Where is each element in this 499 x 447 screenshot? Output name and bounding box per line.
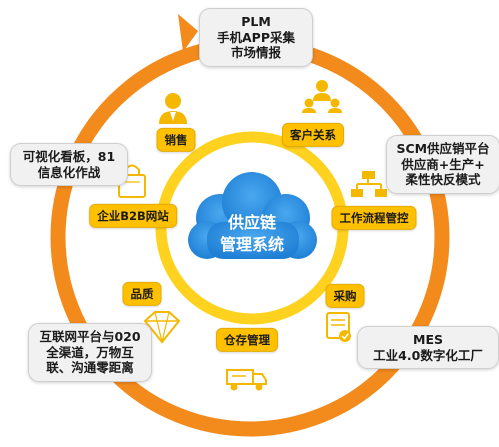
document-check-icon [326, 312, 351, 342]
box-plm-line-3: 市场情报 [230, 45, 281, 61]
box-scm-line-2: 供应商+生产+ [401, 156, 485, 172]
salesperson-icon [159, 93, 187, 124]
module-purchasing[interactable]: 采购 [325, 283, 365, 309]
module-b2b-website[interactable]: 企业B2B网站 [89, 203, 177, 229]
box-scm-line-1: SCM供应销平台 [396, 141, 490, 156]
center-line-1: 供应链 [227, 213, 276, 232]
box-mes-line-2: 工业4.0数字化工厂 [373, 347, 483, 363]
box-plm-line-1: PLM [241, 14, 271, 29]
module-sales[interactable]: 销售 [156, 127, 196, 153]
shipping-truck-icon [226, 369, 267, 391]
box-internet-line-1: 互联网平台与020 [39, 329, 141, 344]
box-plm: PLM 手机APP采集 市场情报 [199, 8, 313, 67]
module-customer-relations[interactable]: 客户关系 [282, 122, 344, 148]
box-internet-line-2: 全渠道，万物互 [46, 344, 134, 360]
module-workflow-control[interactable]: 工作流程管控 [331, 205, 417, 231]
center-cloud [188, 172, 317, 259]
center-line-2: 管理系统 [219, 234, 284, 254]
box-mes-line-1: MES [413, 332, 443, 347]
ring-arrow-icon [178, 14, 198, 52]
module-quality[interactable]: 品质 [122, 281, 162, 307]
diamond-icon [143, 311, 181, 344]
box-dashboard-line-1: 可视化看板，81 [22, 149, 116, 164]
org-chart-icon [351, 171, 387, 197]
box-internet-platform: 互联网平台与020 全渠道，万物互 联、沟通零距离 [28, 323, 152, 382]
people-network-icon [302, 80, 342, 113]
box-internet-line-3: 联、沟通零距离 [46, 360, 134, 376]
box-plm-line-2: 手机APP采集 [217, 29, 295, 45]
box-dashboard-line-2: 信息化作战 [37, 164, 101, 180]
box-mes: MES 工业4.0数字化工厂 [357, 326, 499, 370]
module-warehouse-management[interactable]: 仓存管理 [216, 327, 278, 353]
box-scm: SCM供应销平台 供应商+生产+ 柔性快反模式 [386, 135, 499, 194]
box-dashboard: 可视化看板，81 信息化作战 [10, 143, 128, 187]
box-scm-line-3: 柔性快反模式 [405, 172, 481, 188]
center-label: 供应链 管理系统 [188, 212, 316, 255]
